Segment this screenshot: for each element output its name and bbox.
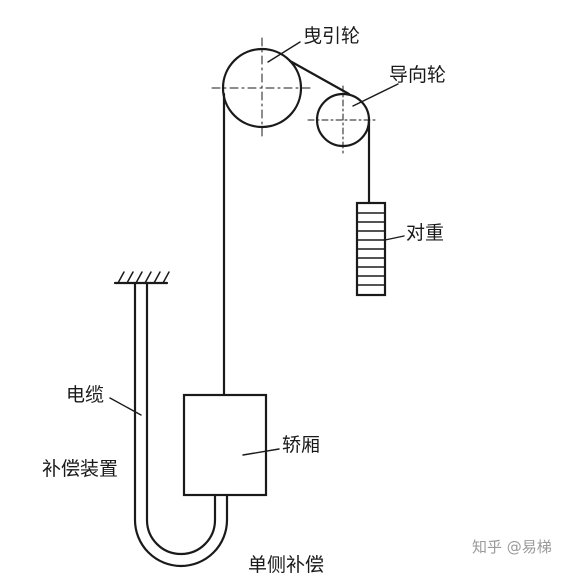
traction-sheave-label: 曳引轮 — [303, 25, 361, 47]
watermark: 知乎 @易梯 — [472, 538, 552, 556]
counterweight-bars — [356, 212, 386, 286]
support-hatching — [117, 271, 170, 284]
counterweight-label: 对重 — [406, 222, 445, 244]
rope-sheave-link — [288, 59, 351, 96]
car-label: 轿厢 — [282, 434, 321, 456]
elevator-car — [182, 393, 268, 497]
compensation-cable-outer — [133, 281, 229, 568]
leader-lines — [109, 41, 405, 456]
single-side-compensation-label: 单侧补偿 — [248, 554, 325, 576]
traction-sheave-centerlines — [211, 37, 315, 139]
deflector-sheave-centerlines — [307, 85, 379, 155]
traction-sheave — [221, 47, 303, 129]
cable-label: 电缆 — [66, 384, 105, 406]
compensation-cable-inner — [145, 281, 217, 556]
deflector-sheave-label: 导向轮 — [389, 64, 447, 86]
compensation-device-label: 补偿装置 — [42, 458, 119, 480]
